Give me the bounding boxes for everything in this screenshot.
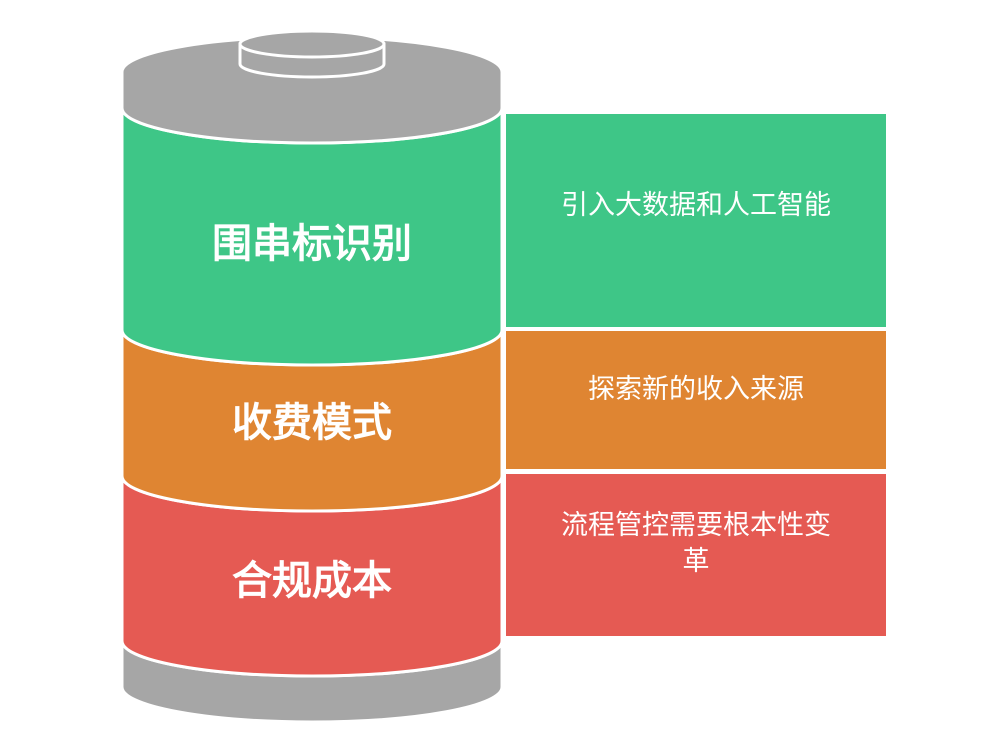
- segment-label-fee-model: 收费模式: [232, 400, 392, 446]
- battery-top-cap: [120, 35, 504, 145]
- segment-label-compliance-cost: 合规成本: [232, 558, 392, 604]
- box-big-data-ai: 引入大数据和人工智能: [506, 114, 886, 327]
- box-text-process-control: 流程管控需要根本性变革: [561, 510, 831, 577]
- box-text-new-revenue: 探索新的收入来源: [588, 374, 804, 405]
- box-new-revenue: 探索新的收入来源: [506, 331, 886, 469]
- battery-terminal-top: [238, 29, 386, 59]
- segment-label-bid-rigging: 围串标识别: [212, 221, 412, 267]
- box-text-big-data-ai: 引入大数据和人工智能: [561, 189, 831, 221]
- box-process-control: 流程管控需要根本性变革: [506, 474, 886, 636]
